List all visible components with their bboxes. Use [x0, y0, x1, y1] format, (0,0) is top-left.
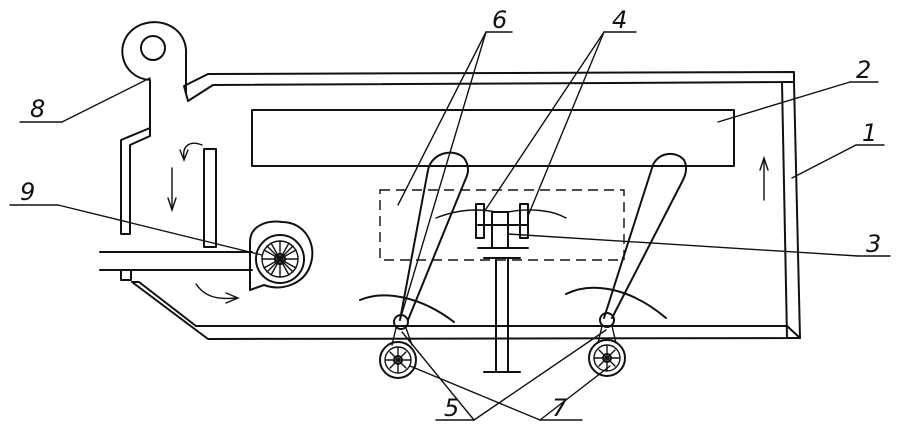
- right-belt-assembly: [565, 152, 687, 377]
- left-belt-assembly: [359, 151, 469, 379]
- leader-lines: [9, 31, 891, 421]
- label-2: 2: [856, 56, 871, 84]
- arrow-bottom-right: [195, 283, 237, 300]
- housing-left-wall-lower: [120, 269, 132, 281]
- label-7: 7: [552, 394, 568, 422]
- cyclone-outlet-circle: [140, 35, 166, 61]
- housing-top-wall: [183, 71, 795, 102]
- filter-mesh: [251, 109, 735, 167]
- label-1: 1: [862, 119, 877, 147]
- housing-left-wall: [120, 127, 151, 235]
- labels: 8 9 6 4 2 1 3 5 7: [20, 6, 881, 422]
- label-8: 8: [30, 95, 45, 123]
- baffle-plate: [203, 148, 217, 248]
- label-9: 9: [20, 178, 35, 206]
- label-4: 4: [612, 6, 627, 34]
- label-3: 3: [866, 230, 881, 258]
- exhaust-cyclone: [121, 21, 188, 129]
- housing-bottom-wall: [131, 281, 801, 340]
- label-5: 5: [444, 394, 459, 422]
- housing-right-wall: [781, 81, 801, 339]
- arrow-curve-top: [183, 142, 203, 159]
- central-mechanism: [435, 203, 567, 373]
- fan: [249, 220, 314, 291]
- airflow-arrows: [167, 142, 769, 304]
- filter-block: [251, 109, 735, 167]
- inlet-duct: [99, 251, 253, 271]
- dashed-zone: [379, 189, 625, 261]
- label-6: 6: [492, 6, 507, 34]
